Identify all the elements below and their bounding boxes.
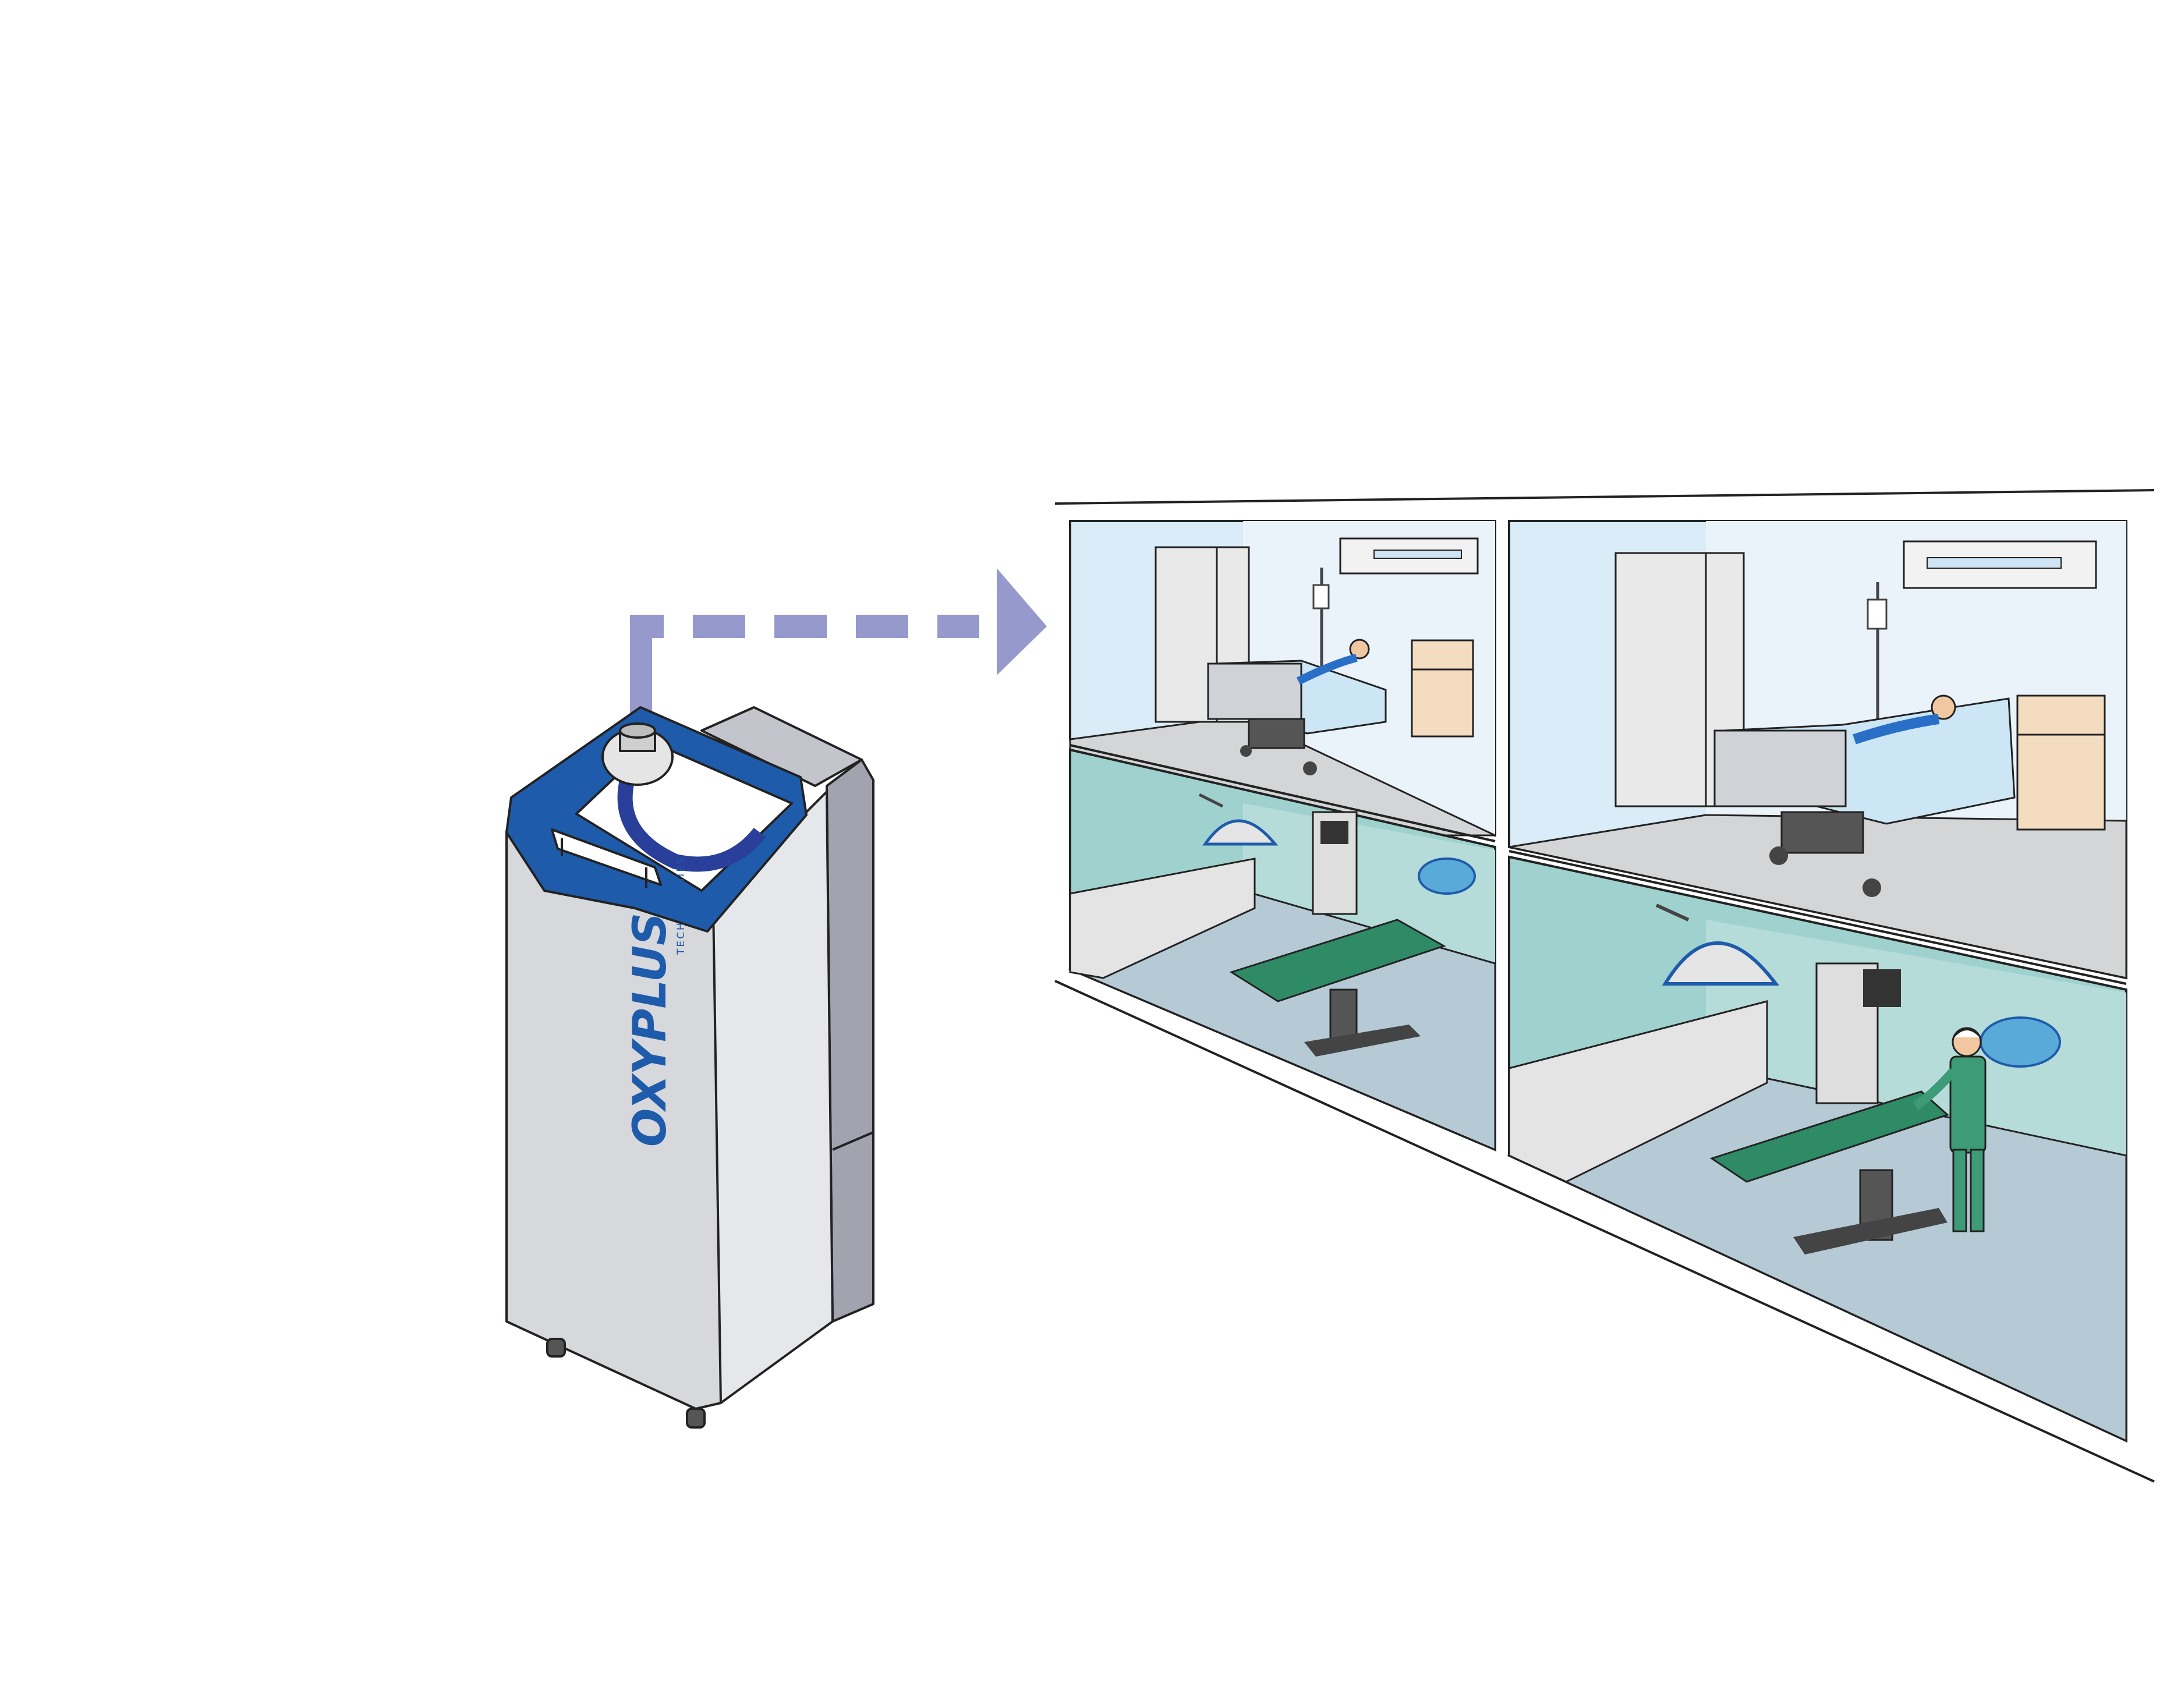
device-handle <box>551 828 662 886</box>
bed-footboard <box>1207 662 1302 720</box>
brand-sub: TECHNOLOGIES <box>675 856 687 955</box>
wheel <box>686 1408 706 1429</box>
roof-line <box>1054 489 2155 505</box>
arrow-dash <box>693 615 745 638</box>
ward-room-1 <box>1069 520 1496 837</box>
arrow-dash <box>630 615 664 638</box>
cabinets <box>1508 1000 1768 1183</box>
arrow-head <box>997 568 1047 675</box>
operating-table <box>1709 1090 1949 1183</box>
flow-arrow <box>630 568 1047 714</box>
bed-wheel <box>1863 878 1881 897</box>
operating-table <box>1229 919 1446 1002</box>
surgeon-scrubs <box>1949 1055 1987 1154</box>
arrow-dash <box>774 615 827 638</box>
bed-footboard <box>1713 729 1847 807</box>
ward-room-2 <box>1508 520 2127 980</box>
operating-room-1 <box>1068 748 1496 1152</box>
patient-head <box>1349 639 1370 660</box>
surgical-lamp <box>1662 941 1780 986</box>
wheel <box>546 1338 566 1358</box>
arrow-stem <box>630 630 652 714</box>
nightstand <box>1411 639 1474 738</box>
side-seam <box>832 1131 874 1151</box>
building <box>1054 489 2155 1483</box>
arrow-dash <box>856 615 908 638</box>
arrow-dash <box>937 615 979 638</box>
device-inner-ring <box>617 772 766 872</box>
bed-wheel <box>1303 761 1317 775</box>
patient-arm <box>1296 654 1358 685</box>
floor-line <box>1054 980 2155 1483</box>
floor-dividers <box>1070 744 2127 985</box>
patient-arm <box>1853 714 1940 745</box>
ceiling-light <box>1980 1016 2061 1068</box>
operating-room-2 <box>1507 855 2127 1443</box>
bed-wheel <box>1240 745 1252 757</box>
bed-wheel <box>1769 846 1788 865</box>
cabinets <box>1069 857 1256 979</box>
ceiling-light <box>1418 857 1476 895</box>
oxyplus-device <box>505 706 874 1429</box>
nightstand <box>2016 694 2106 831</box>
surgeon <box>1913 1027 1987 1232</box>
oxygen-outlet-icon <box>601 722 674 786</box>
oxyplus-logo: OXYPLUS TECHNOLOGIES <box>624 856 687 1147</box>
patient-head <box>1931 694 1956 720</box>
brand-name: OXYPLUS <box>624 913 677 1147</box>
device-side-panel <box>826 759 874 1323</box>
surgical-lamp <box>1202 819 1279 846</box>
